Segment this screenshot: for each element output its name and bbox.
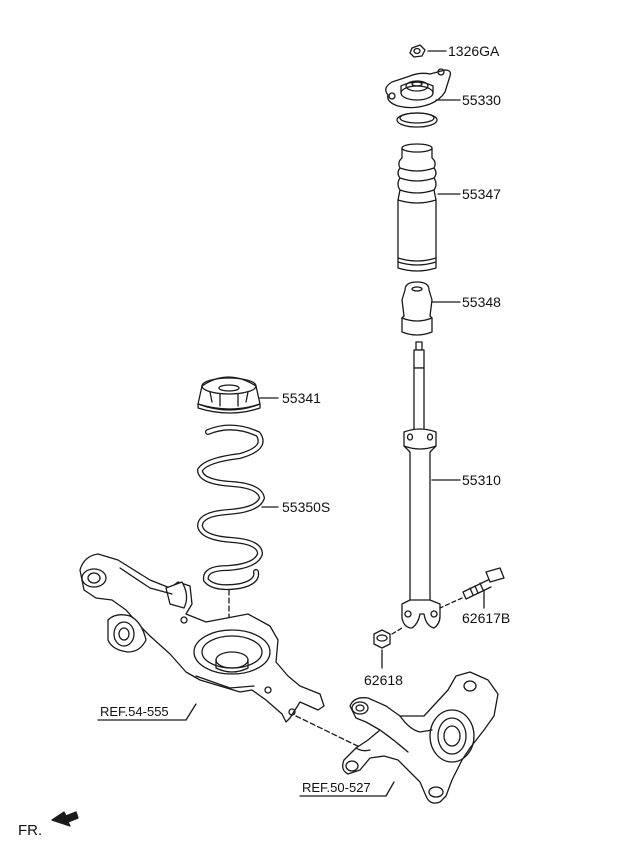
leader-ref-54-555 [97, 703, 197, 721]
shock-absorber-drawing [401, 341, 441, 629]
ref-label-knuckle[interactable]: REF.50-527 [302, 780, 371, 795]
ref-label-lower-arm[interactable]: REF.54-555 [100, 704, 169, 719]
leader-ref-50-527 [299, 781, 395, 797]
forward-arrow-icon [51, 811, 79, 827]
part-label-62618: 62618 [364, 672, 403, 688]
part-label-55348: 55348 [462, 294, 501, 310]
dashed-bolt-axis [439, 597, 463, 609]
lower-arm-drawing [79, 553, 325, 723]
part-label-55350s: 55350S [282, 499, 331, 515]
part-label-55330: 55330 [462, 92, 501, 108]
knuckle-drawing [342, 671, 499, 804]
part-label-55347: 55347 [462, 186, 501, 202]
spring-pad-drawing [197, 376, 261, 414]
dust-cover-drawing [397, 143, 437, 272]
direction-label: FR. [18, 822, 43, 839]
bolt-drawing [462, 567, 505, 600]
nut-62618-drawing [373, 629, 391, 649]
nut-1326ga-drawing [409, 44, 426, 58]
part-label-62617b: 62617B [462, 610, 511, 626]
coil-spring-drawing [197, 424, 265, 591]
insulator-mount-drawing [385, 68, 452, 128]
part-label-55341: 55341 [282, 390, 321, 406]
part-label-1326ga: 1326GA [448, 43, 500, 59]
part-label-55310: 55310 [462, 472, 501, 488]
bumper-drawing [401, 281, 433, 336]
dashed-nut-axis [391, 627, 403, 635]
